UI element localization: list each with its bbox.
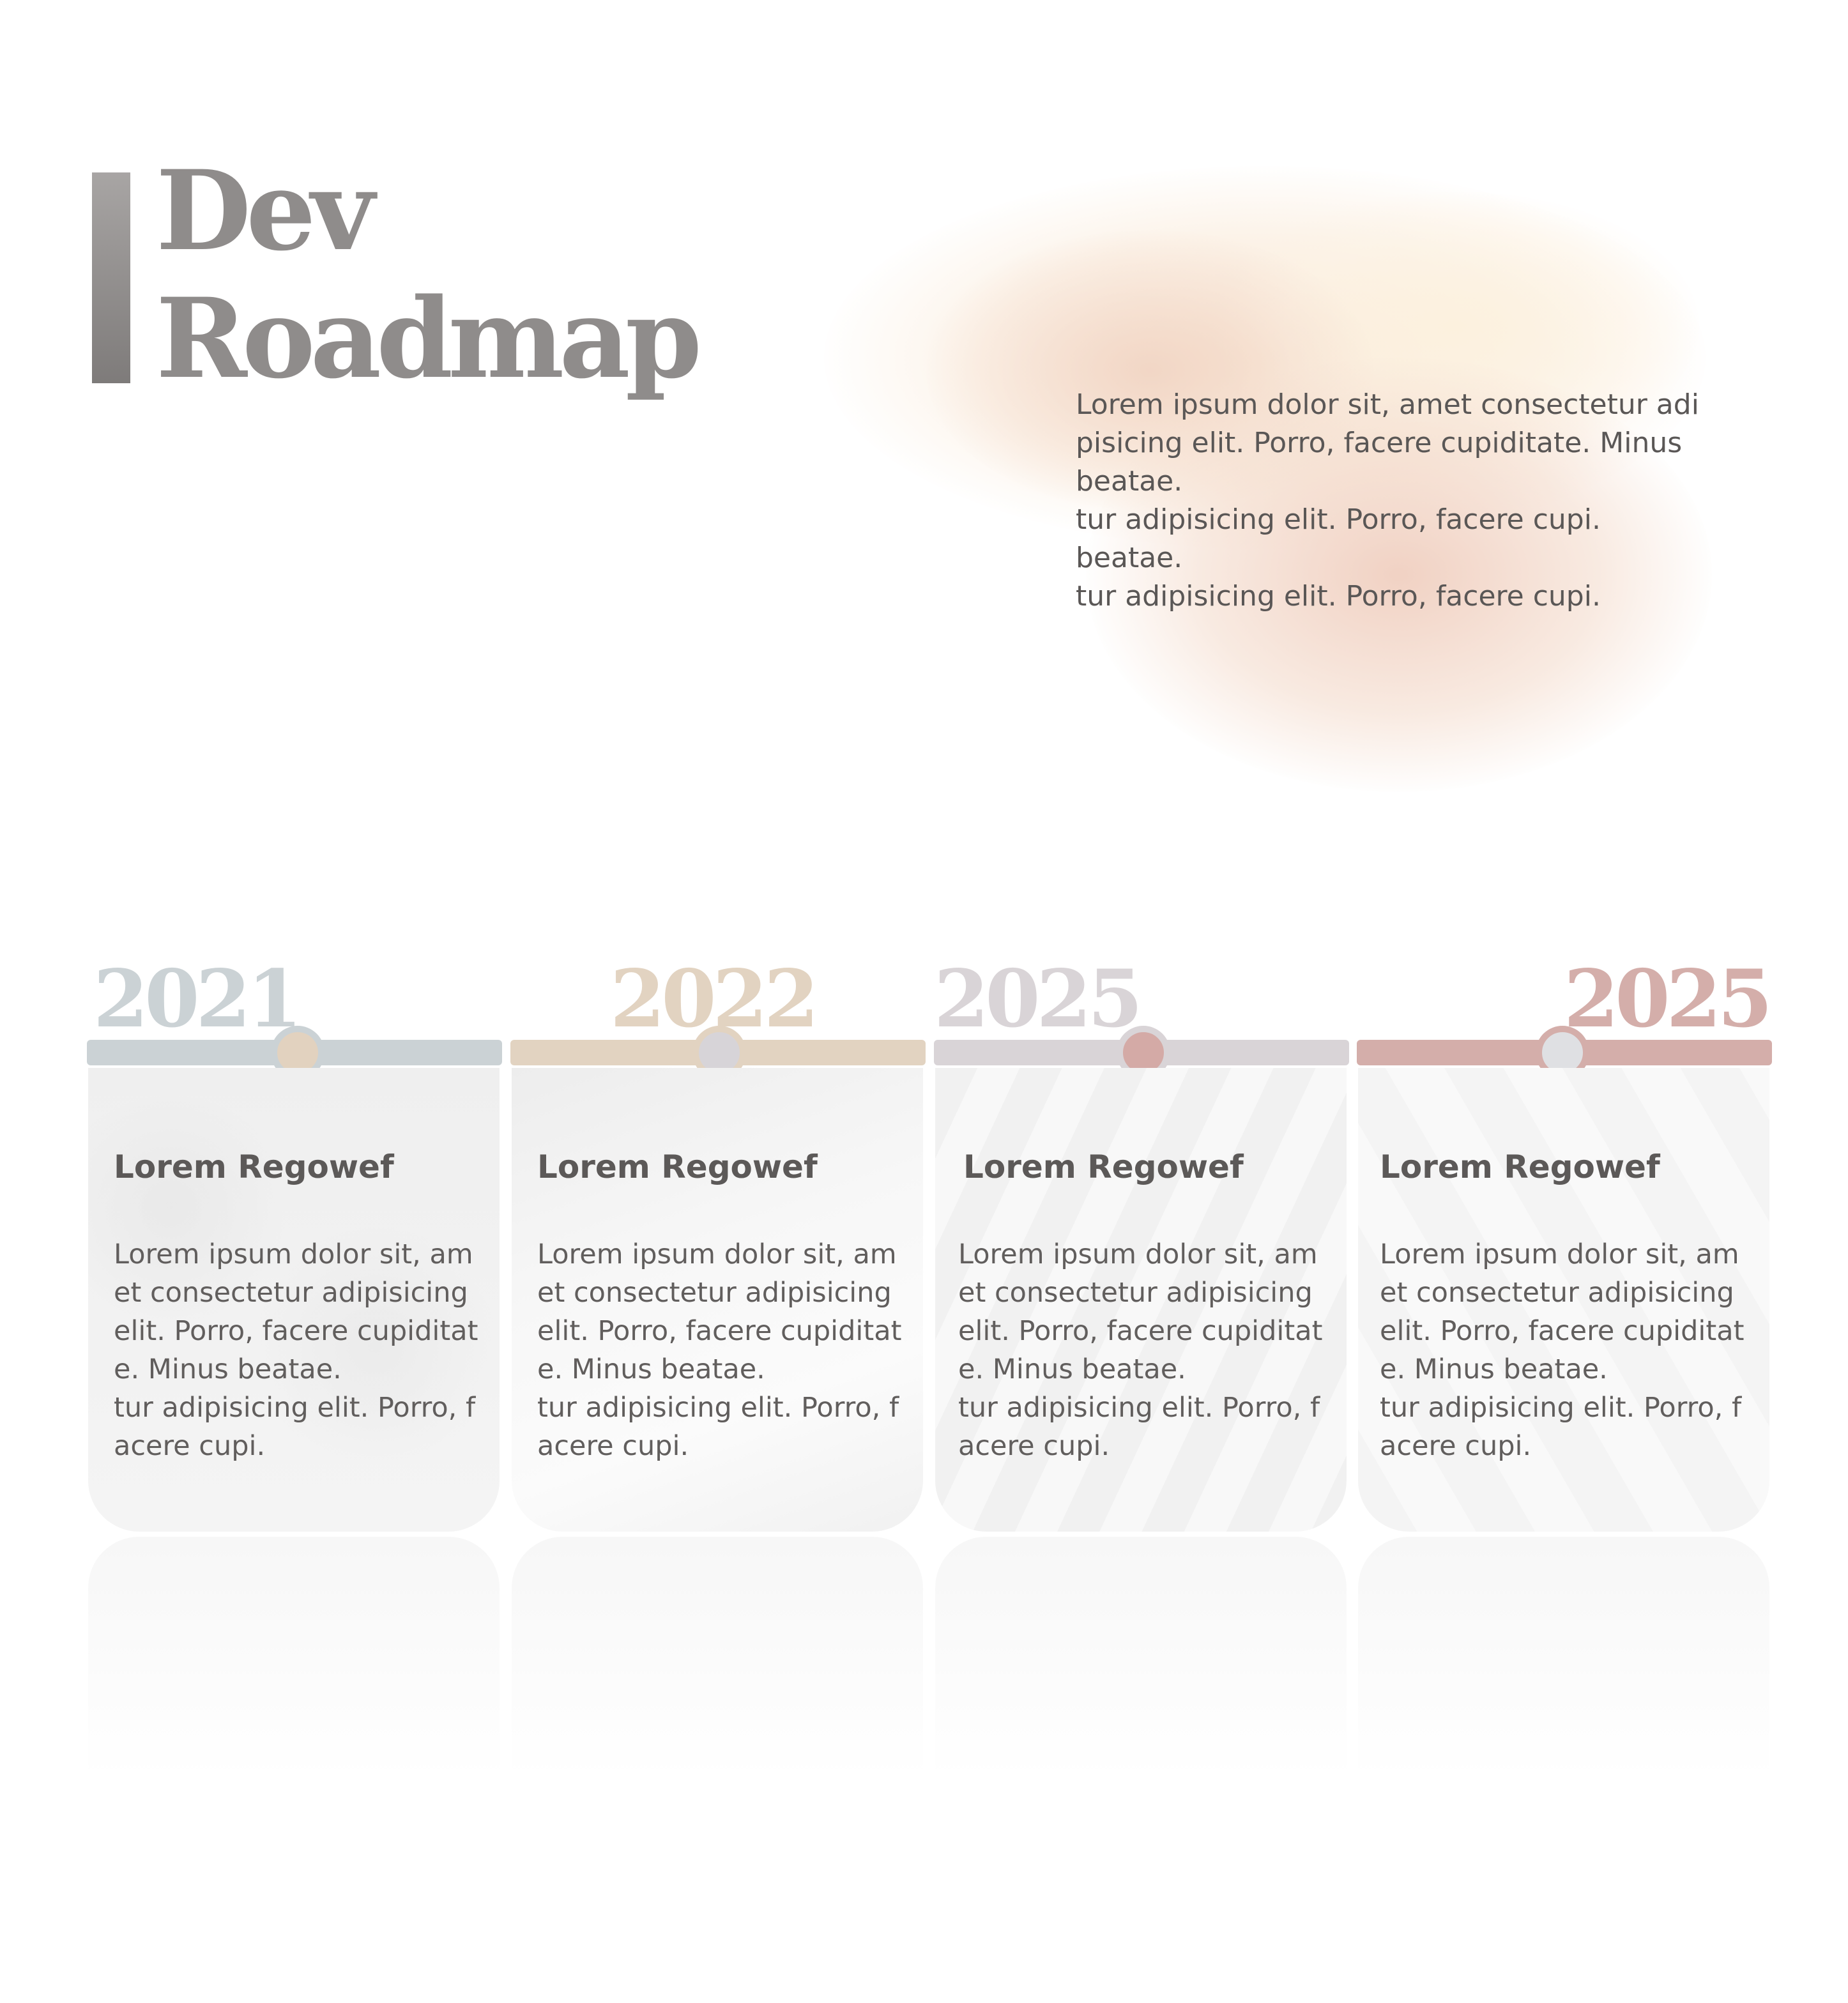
milestone-body: Lorem ipsum dolor sit, am et consectetur…: [1380, 1238, 1745, 1462]
milestone-card: Lorem Regowef Lorem ipsum dolor sit, am …: [512, 1068, 923, 1532]
card-reflection: [1358, 1537, 1769, 1779]
milestone-heading: Lorem Regowef: [114, 1148, 394, 1185]
milestone-heading: Lorem Regowef: [1380, 1148, 1660, 1185]
timeline-column-3: 2025 Lorem Regowef Lorem ipsum dolor sit…: [934, 945, 1349, 1779]
milestone-body: Lorem ipsum dolor sit, am et consectetur…: [114, 1238, 478, 1462]
year-label: 2025: [1564, 953, 1773, 1046]
milestone-card: Lorem Regowef Lorem ipsum dolor sit, am …: [88, 1068, 500, 1532]
timeline-column-4: 2025 Lorem Regowef Lorem ipsum dolor sit…: [1357, 945, 1773, 1779]
card-reflection: [512, 1537, 923, 1779]
title-line-1: Dev: [156, 146, 375, 275]
timeline-column-2: 2022 Lorem Regowef Lorem ipsum dolor sit…: [510, 945, 926, 1779]
intro-paragraph: Lorem ipsum dolor sit, amet consectetur …: [1076, 388, 1699, 613]
year-label: 2025: [934, 953, 1143, 1046]
milestone-card: Lorem Regowef Lorem ipsum dolor sit, am …: [935, 1068, 1347, 1532]
card-reflection: [935, 1537, 1347, 1779]
milestone-heading: Lorem Regowef: [963, 1148, 1244, 1185]
decorative-blob: [1086, 358, 1712, 792]
card-reflection: [88, 1537, 500, 1779]
milestone-heading: Lorem Regowef: [537, 1148, 818, 1185]
milestone-body: Lorem ipsum dolor sit, am et consectetur…: [537, 1238, 902, 1462]
page-title: Dev Roadmap: [156, 146, 702, 403]
year-label: 2021: [93, 953, 302, 1046]
title-accent-bar: [92, 172, 130, 383]
title-line-2: Roadmap: [156, 273, 702, 403]
milestone-body: Lorem ipsum dolor sit, am et consectetur…: [958, 1238, 1323, 1462]
milestone-card: Lorem Regowef Lorem ipsum dolor sit, am …: [1358, 1068, 1769, 1532]
timeline-column-1: 2021 Lorem Regowef Lorem ipsum dolor sit…: [87, 945, 502, 1779]
